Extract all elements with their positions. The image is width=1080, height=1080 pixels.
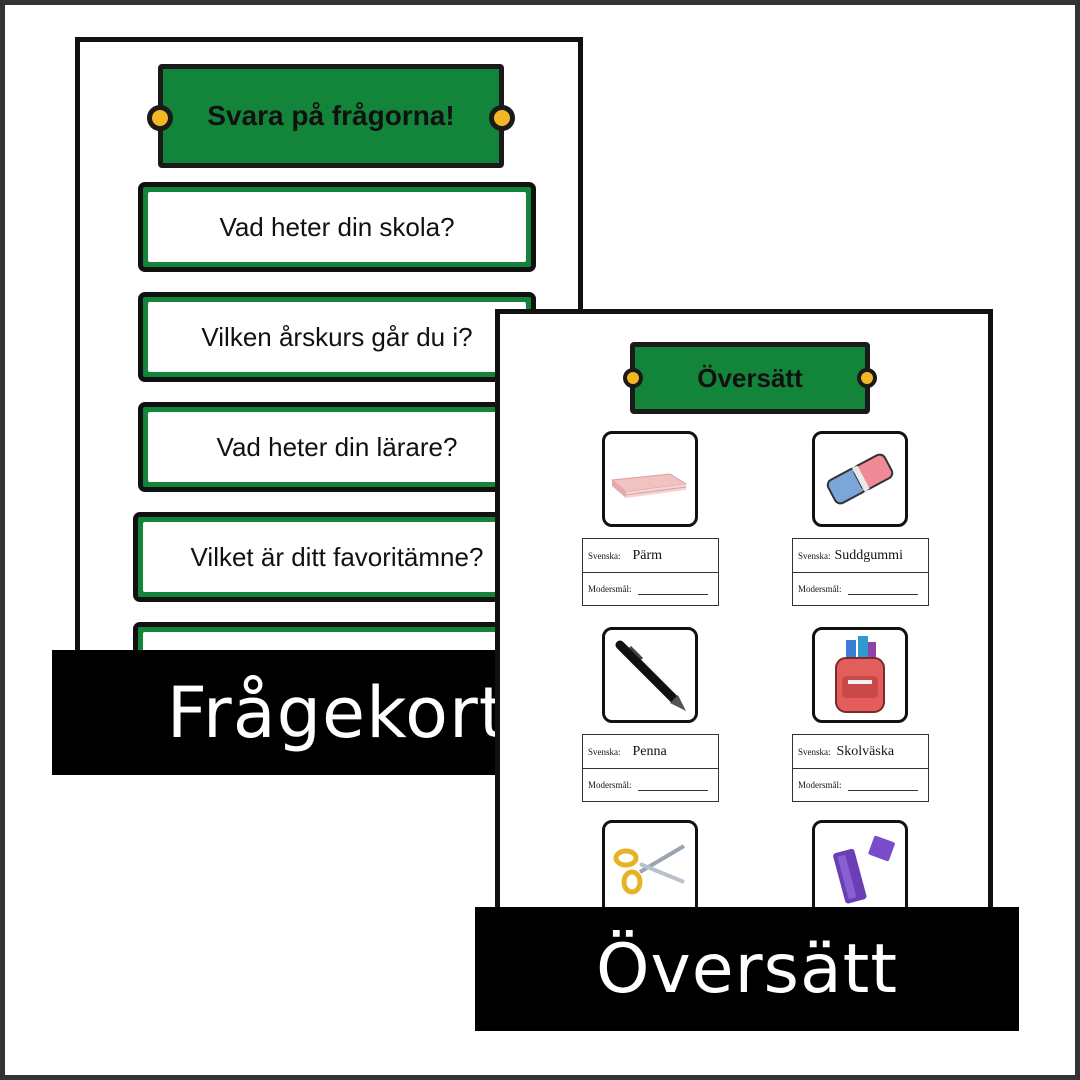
native-label: Modersmål: — [588, 584, 632, 594]
answer-line[interactable] — [847, 593, 918, 595]
answer-line[interactable] — [637, 789, 708, 791]
glue-stick-icon — [833, 835, 895, 904]
answer-line[interactable] — [847, 789, 918, 791]
school-bag-icon — [835, 636, 885, 713]
translate-title-plate: Översätt — [623, 342, 877, 414]
word-table: Svenska: Skolväska Modersmål: — [792, 734, 929, 802]
question-card: Vilket är ditt favoritämne? — [133, 512, 541, 602]
eraser-picture — [812, 431, 908, 527]
scissors-icon — [613, 844, 686, 895]
cards-label: Frågekort — [166, 671, 508, 754]
cards-title-plate: Svara på frågorna! — [147, 64, 515, 168]
bolt-icon — [857, 368, 877, 388]
swedish-label: Svenska: — [588, 550, 621, 561]
swedish-label: Svenska: — [588, 746, 621, 757]
translate-title: Översätt — [697, 362, 803, 393]
glue-stick-picture — [812, 820, 908, 916]
cards-title: Svara på frågorna! — [207, 100, 455, 131]
binder-icon — [610, 473, 688, 498]
native-label: Modersmål: — [798, 584, 842, 594]
cards-label-bar: Frågekort — [52, 650, 512, 775]
swedish-word: Pärm — [632, 547, 663, 563]
answer-line[interactable] — [637, 593, 708, 595]
bolt-icon — [489, 105, 515, 131]
question-card: Vad heter din skola? — [138, 182, 536, 272]
question-text: Vad heter din lärare? — [148, 412, 526, 482]
native-label: Modersmål: — [798, 780, 842, 790]
word-table: Svenska:Suddgummi Modersmål: — [792, 538, 929, 606]
swedish-label: Svenska: — [798, 550, 831, 561]
question-card: Vad heter din lärare? — [138, 402, 536, 492]
school-bag-picture — [812, 627, 908, 723]
bolt-icon — [147, 105, 173, 131]
word-table: Svenska: Penna Modersmål: — [582, 734, 719, 802]
translate-label-bar: Översätt — [475, 907, 1019, 1031]
pen-picture — [602, 627, 698, 723]
pen-icon — [615, 640, 686, 711]
scissors-picture — [602, 820, 698, 916]
swedish-word: Penna — [632, 743, 667, 759]
bolt-icon — [623, 368, 643, 388]
translate-label: Översätt — [596, 929, 898, 1009]
native-label: Modersmål: — [588, 780, 632, 790]
eraser-icon — [826, 453, 894, 505]
swedish-word: Skolväska — [836, 743, 895, 759]
swedish-label: Svenska: — [798, 746, 831, 757]
binder-picture — [602, 431, 698, 527]
question-card: Vilken årskurs går du i? — [138, 292, 536, 382]
question-text: Vad heter din skola? — [148, 192, 526, 262]
word-table: Svenska: Pärm Modersmål: — [582, 538, 719, 606]
swedish-word: Suddgummi — [834, 547, 903, 563]
translate-sheet: Översätt Svenska: Pärm Modersmål: Svenska… — [495, 309, 993, 919]
question-text: Vilken årskurs går du i? — [148, 302, 526, 372]
question-text: Vilket är ditt favoritämne? — [143, 522, 531, 592]
